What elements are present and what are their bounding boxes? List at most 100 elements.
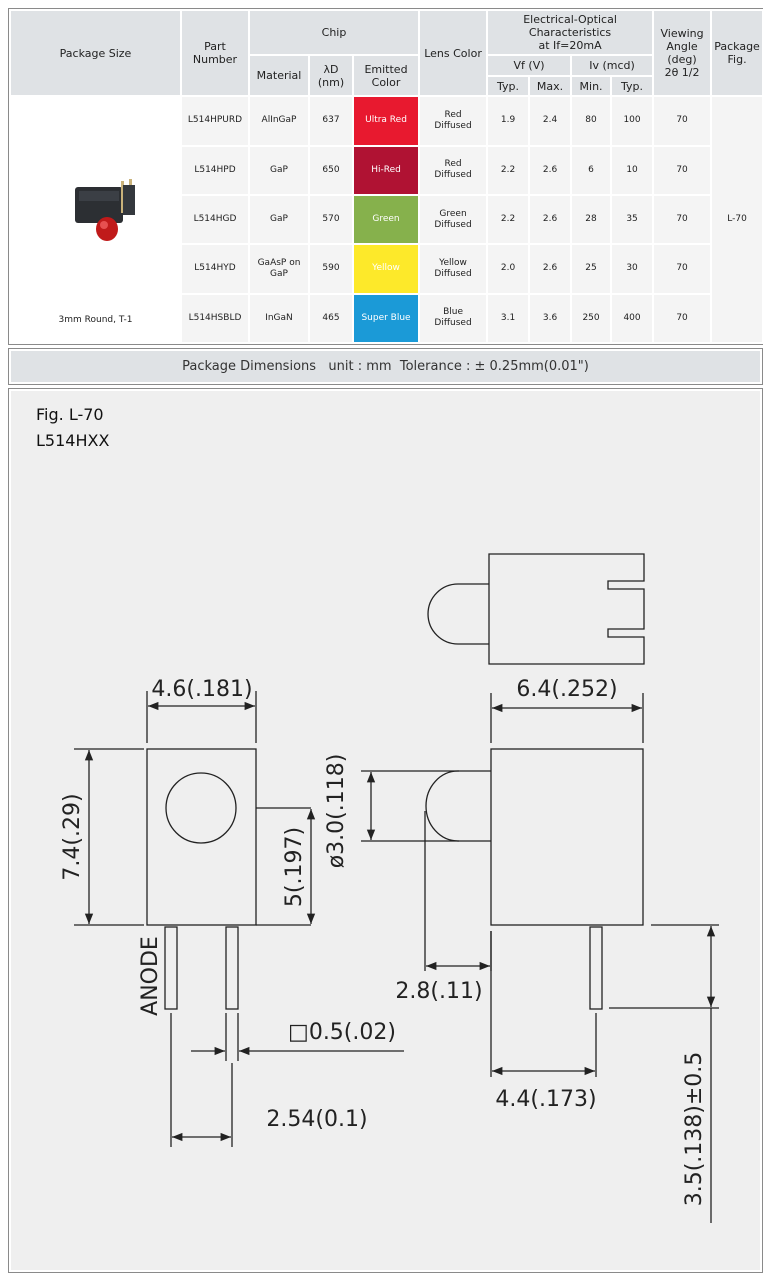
viewing-angle-cell: 70 <box>652 193 713 246</box>
emitted-color-cell: Ultra Red <box>351 95 421 147</box>
dimension-drawing: 4.6(.181) 6.4(.252) 7.4(.29) 5(.197) ø3.… <box>60 553 719 1223</box>
header-part-number: Part Number <box>180 8 250 98</box>
package-size-text: 3mm Round, T-1 <box>58 315 133 325</box>
view-line-1: Viewing <box>660 27 704 41</box>
material-cell: GaAsP on GaP <box>248 243 310 295</box>
header-material: Material <box>248 54 310 98</box>
dim-width-front: 4.6(.181) <box>151 677 252 702</box>
header-package-size: Package Size <box>9 8 182 98</box>
front-view-lens <box>165 772 237 844</box>
iv-min-cell: 6 <box>570 144 613 196</box>
front-pin-left <box>164 926 178 1010</box>
vf-max-cell: 3.6 <box>528 292 573 345</box>
iv-min-cell: 28 <box>570 193 613 246</box>
iv-typ-cell: 400 <box>610 292 655 345</box>
viewing-angle-cell: 70 <box>652 144 713 196</box>
material-cell: GaP <box>248 144 310 196</box>
side-view-body <box>490 748 644 926</box>
lens-diffusion-line: Diffused <box>434 318 472 329</box>
emitted-color-cell: Yellow <box>351 243 421 295</box>
wavelength-cell: 650 <box>308 144 354 196</box>
vf-max-cell: 2.6 <box>528 193 573 246</box>
material-cell: GaP <box>248 193 310 246</box>
viewing-angle-cell: 70 <box>652 292 713 345</box>
part-number-cell: L514HSBLD <box>180 292 250 345</box>
view-line-3: (deg) <box>667 53 697 67</box>
header-vf-max: Max. <box>528 74 573 98</box>
spec-table: Package Size Part Number Chip Lens Color… <box>9 8 765 345</box>
drawing-canvas: Fig. L-70 L514HXX <box>11 391 760 1270</box>
iv-typ-cell: 10 <box>610 144 655 196</box>
spec-table-panel: Package Size Part Number Chip Lens Color… <box>8 8 765 345</box>
part-number-cell: L514HYD <box>180 243 250 295</box>
dim-lens-center: 5(.197) <box>282 827 307 907</box>
iv-min-cell: 80 <box>570 95 613 147</box>
lens-color-line: Red <box>444 109 462 120</box>
emitted-color-cell: Super Blue <box>351 292 421 345</box>
header-electrical-optical: Electrical-Optical Characteristics at If… <box>486 8 655 57</box>
lens-diffusion-line: Diffused <box>434 170 472 181</box>
package-dimensions-bar: Package Dimensions unit : mm Tolerance :… <box>8 348 763 385</box>
side-pin <box>589 926 603 1010</box>
side-view-lens <box>425 770 491 842</box>
dim-lens-protrusion: 2.8(.11) <box>395 979 482 1004</box>
part-number-cell: L514HGD <box>180 193 250 246</box>
header-viewing-angle: Viewing Angle (deg) 2θ 1/2 <box>652 8 713 98</box>
eo-line-3: at If=20mA <box>538 39 602 53</box>
part-number-cell: L514HPURD <box>180 95 250 147</box>
view-line-2: Angle <box>666 40 698 54</box>
vf-typ-cell: 2.0 <box>486 243 531 295</box>
header-iv-typ: Typ. <box>610 74 655 98</box>
view-line-4: 2θ 1/2 <box>664 66 700 80</box>
figure-label: Fig. L-70 <box>36 405 104 424</box>
eo-line-1: Electrical-Optical <box>523 13 617 27</box>
lambda-symbol: λD <box>323 62 339 76</box>
lens-color-line: Green <box>439 208 467 219</box>
header-iv-min: Min. <box>570 74 613 98</box>
viewing-angle-cell: 70 <box>652 243 713 295</box>
iv-typ-cell: 35 <box>610 193 655 246</box>
top-view-outline <box>427 553 645 665</box>
anode-label: ANODE <box>138 936 163 1016</box>
header-chip: Chip <box>247 8 421 57</box>
dim-pin-pitch: 2.54(0.1) <box>266 1107 367 1132</box>
iv-typ-cell: 30 <box>610 243 655 295</box>
front-view-body <box>146 748 257 926</box>
vf-max-cell: 2.6 <box>528 243 573 295</box>
dim-pin-square: □0.5(.02) <box>288 1020 396 1045</box>
dim-pin-offset: 4.4(.173) <box>495 1087 596 1112</box>
vf-typ-cell: 2.2 <box>486 193 531 246</box>
lens-color-line: Red <box>444 159 462 170</box>
eo-line-2: Characteristics <box>528 26 612 40</box>
header-package-fig: Package Fig. <box>710 8 765 98</box>
header-lens-color: Lens Color <box>418 8 489 98</box>
package-fig-cell: L-70 <box>710 95 765 344</box>
iv-typ-cell: 100 <box>610 95 655 147</box>
emitted-color-cell: Green <box>351 193 421 246</box>
wavelength-cell: 570 <box>308 193 354 246</box>
lens-color-line: Yellow <box>439 257 467 268</box>
viewing-angle-cell: 70 <box>652 95 713 147</box>
dim-lens-diameter: ø3.0(.118) <box>324 754 349 869</box>
vf-typ-cell: 3.1 <box>486 292 531 345</box>
header-iv: Iv (mcd) <box>570 54 655 77</box>
vf-max-cell: 2.6 <box>528 144 573 196</box>
lens-color-line: Blue <box>443 307 463 318</box>
dim-pin-length: 3.5(.138)±0.5 <box>682 1052 707 1207</box>
dim-width-side: 6.4(.252) <box>516 677 617 702</box>
header-vf: Vf (V) <box>486 54 573 77</box>
lens-diffusion-line: Diffused <box>434 268 472 279</box>
dim-height: 7.4(.29) <box>60 793 85 880</box>
iv-min-cell: 250 <box>570 292 613 345</box>
wavelength-cell: 465 <box>308 292 354 345</box>
